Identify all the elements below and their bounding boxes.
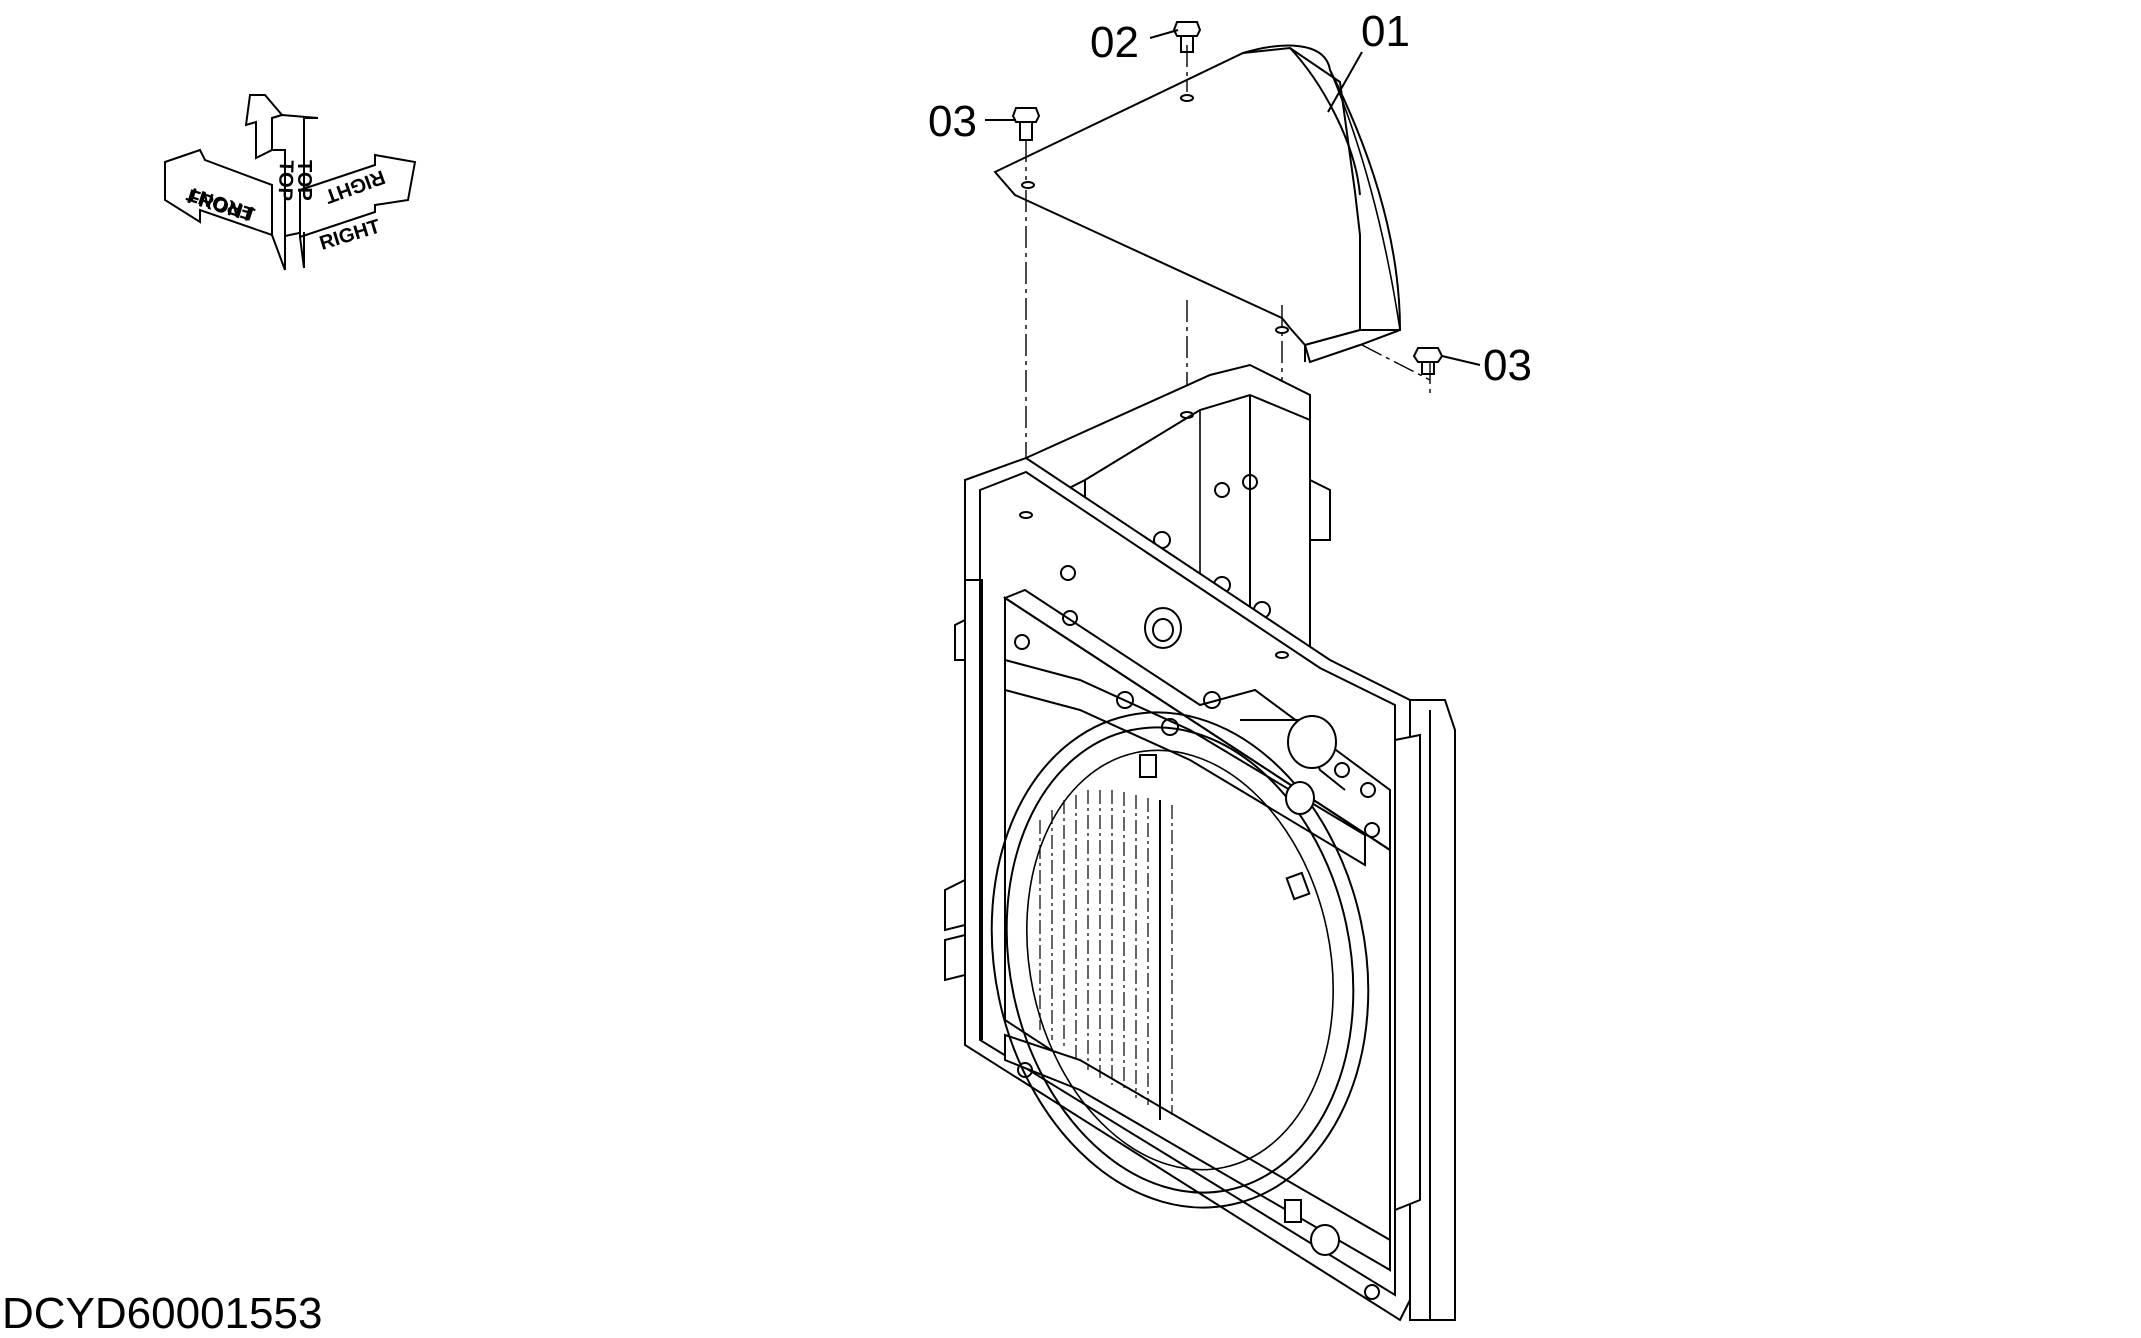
radiator-core-fins (1039, 790, 1173, 1120)
bolt-03-right (1412, 347, 1444, 375)
radiator-shroud-assembly (944, 363, 1456, 1322)
orientation-top-label: TOP (293, 160, 315, 201)
callout-part-03-left: 03 (928, 97, 977, 146)
callout-part-03-right: 03 (1483, 341, 1532, 390)
part-01-cover-plate (993, 44, 1402, 364)
bolt-02 (1172, 21, 1202, 53)
drawing-id: DCYD60001553 (2, 1289, 322, 1338)
callout-part-02: 02 (1090, 18, 1139, 67)
leader-lines (985, 29, 1481, 366)
bolt-03-left (1011, 107, 1041, 141)
orientation-top-upside: TOP (274, 160, 297, 202)
orientation-indicator: FRONT FRONT TOP TOP RIGHT RIGHT (164, 94, 417, 271)
callout-part-01: 01 (1361, 7, 1410, 56)
